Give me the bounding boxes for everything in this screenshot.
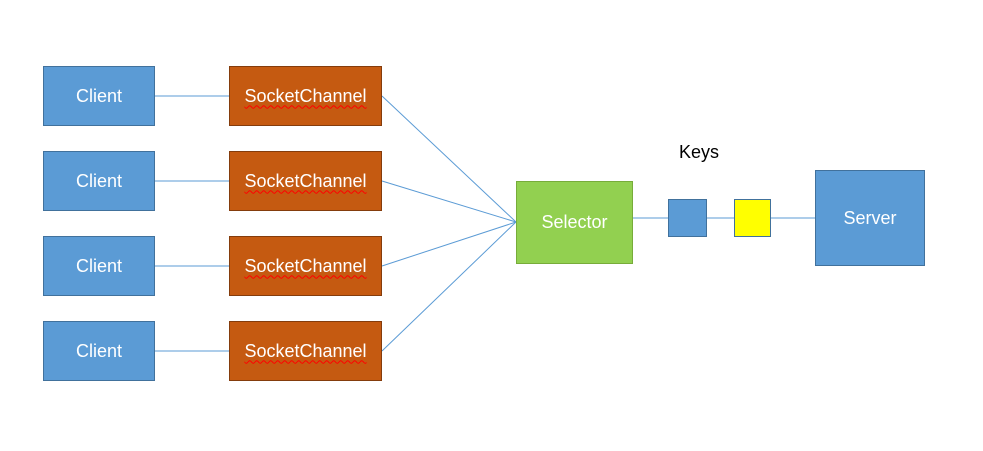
- client-node-4: Client: [43, 321, 155, 381]
- channel-selector-connector-2: [381, 180, 517, 223]
- selector-node: Selector: [516, 181, 633, 264]
- channel-selector-connector-4: [381, 221, 517, 352]
- client-label: Client: [75, 170, 123, 191]
- socketchannel-node-2: SocketChannel: [229, 151, 382, 211]
- socketchannel-label: SocketChannel: [244, 255, 367, 276]
- client-node-3: Client: [43, 236, 155, 296]
- client-label: Client: [75, 255, 123, 276]
- selection-key-blue: [668, 199, 707, 237]
- selector-label: Selector: [541, 212, 608, 232]
- socketchannel-node-1: SocketChannel: [229, 66, 382, 126]
- socketchannel-label: SocketChannel: [244, 85, 367, 106]
- selection-key-yellow: [734, 199, 771, 237]
- client-node-1: Client: [43, 66, 155, 126]
- client-label: Client: [75, 85, 123, 106]
- socketchannel-node-4: SocketChannel: [229, 321, 382, 381]
- socketchannel-node-3: SocketChannel: [229, 236, 382, 296]
- server-node: Server: [815, 170, 925, 266]
- keys-label: Keys: [679, 142, 720, 162]
- channel-selector-connector-1: [381, 95, 517, 223]
- client-label: Client: [75, 340, 123, 361]
- channel-selector-connector-3: [381, 221, 517, 267]
- client-node-2: Client: [43, 151, 155, 211]
- server-label: Server: [843, 207, 897, 228]
- socketchannel-label: SocketChannel: [244, 340, 367, 361]
- socketchannel-label: SocketChannel: [244, 170, 367, 191]
